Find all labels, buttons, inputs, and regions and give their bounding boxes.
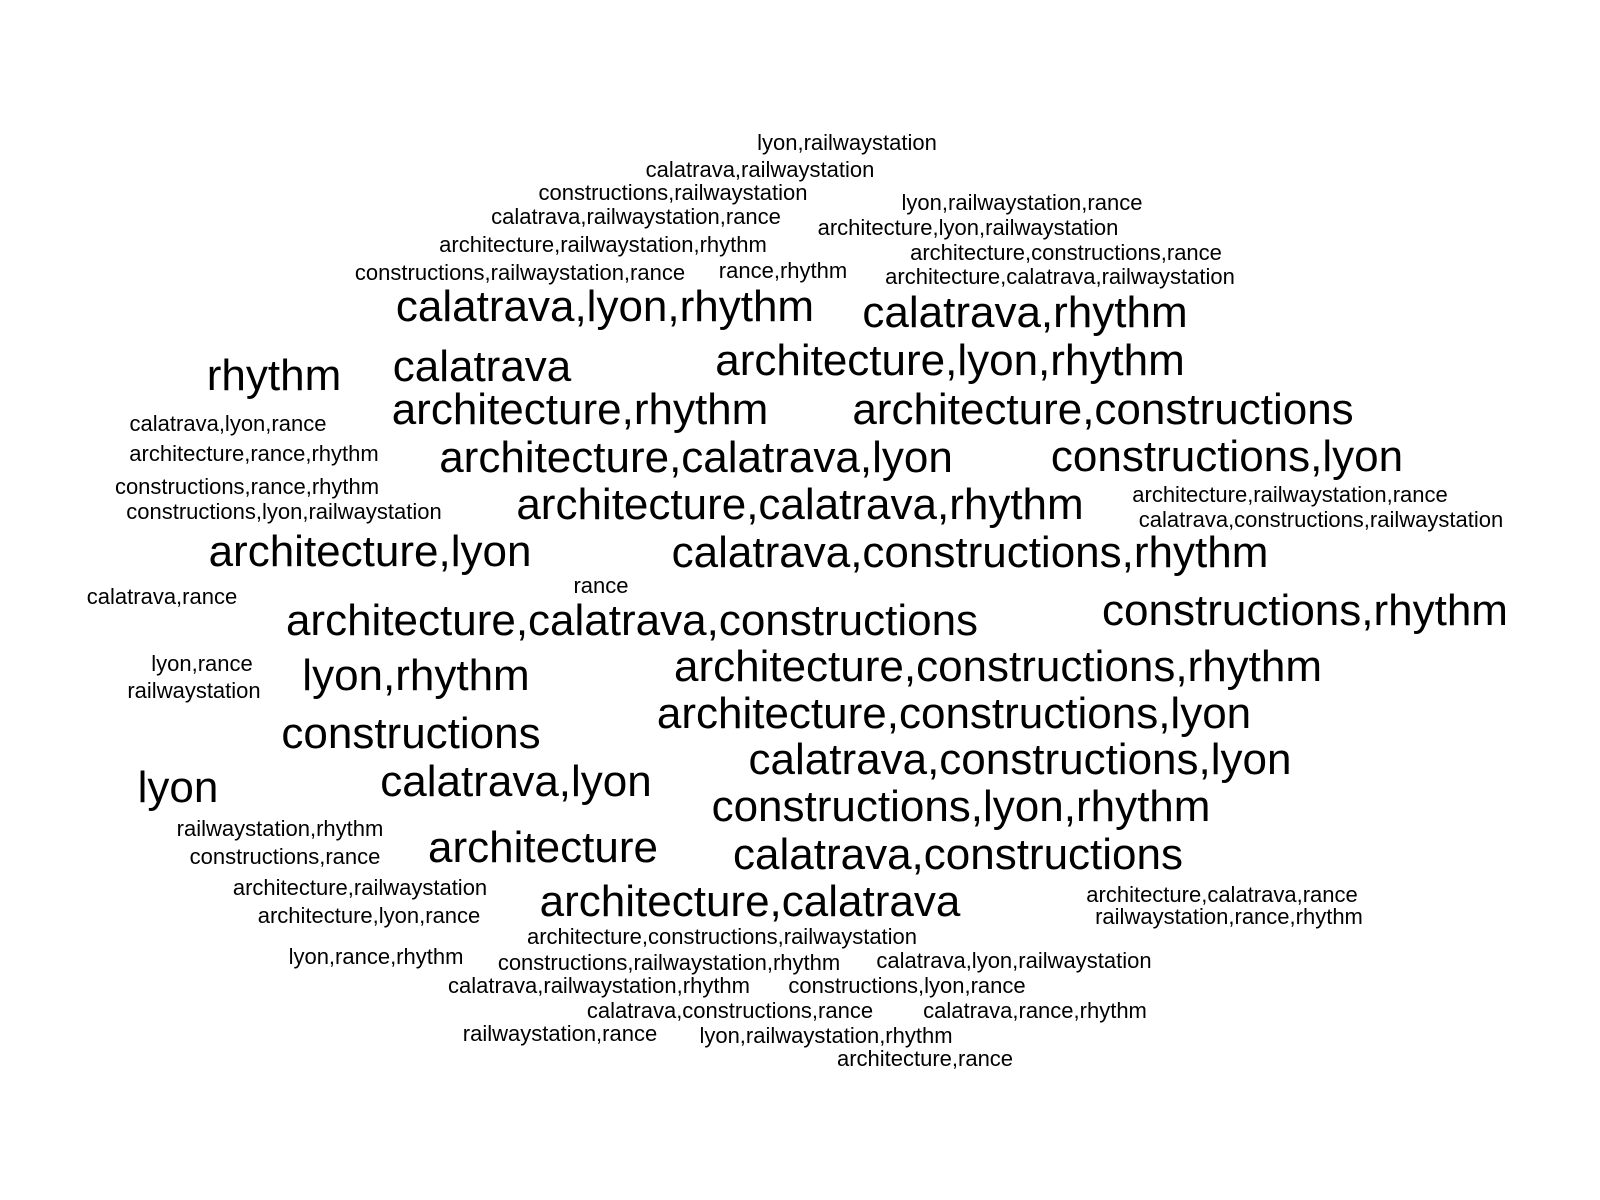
cloud-word: constructions,railwaystation — [538, 180, 808, 205]
cloud-word: architecture,lyon,rance — [257, 903, 481, 928]
cloud-word: calatrava,railwaystation,rance — [491, 204, 781, 229]
cloud-word: rhythm — [206, 351, 342, 400]
cloud-word: calatrava,constructions,rance — [586, 998, 874, 1023]
cloud-word: architecture,railwaystation,rance — [1132, 482, 1448, 507]
cloud-word: architecture,calatrava,lyon — [439, 433, 953, 482]
cloud-word: lyon,rance,rhythm — [288, 944, 464, 969]
cloud-word: lyon,railwaystation,rance — [901, 190, 1143, 215]
cloud-word: calatrava,lyon — [380, 757, 652, 806]
cloud-word: constructions,rhythm — [1102, 586, 1508, 635]
cloud-word: lyon,rance — [151, 651, 253, 676]
cloud-word: calatrava,constructions,rhythm — [671, 528, 1269, 577]
cloud-word: railwaystation,rance — [462, 1021, 658, 1046]
cloud-word: constructions,railwaystation,rance — [354, 260, 686, 285]
cloud-word: lyon,rhythm — [302, 651, 530, 700]
cloud-word: constructions,rance,rhythm — [114, 474, 380, 499]
cloud-word: architecture,lyon,rhythm — [715, 336, 1185, 385]
cloud-word: architecture,lyon — [208, 527, 532, 576]
cloud-word: calatrava,railwaystation — [645, 157, 875, 182]
cloud-word: architecture,constructions — [852, 385, 1354, 434]
cloud-word: architecture,constructions,rhythm — [673, 642, 1323, 691]
cloud-word: architecture,constructions,lyon — [656, 689, 1252, 738]
cloud-word: architecture,calatrava,constructions — [285, 596, 979, 645]
cloud-word: calatrava,lyon,rance — [129, 411, 327, 436]
cloud-word: calatrava,lyon,railwaystation — [876, 948, 1152, 973]
cloud-word: lyon — [137, 763, 219, 812]
cloud-word: railwaystation,rhythm — [176, 816, 384, 841]
cloud-word: constructions,lyon,rhythm — [711, 782, 1211, 831]
cloud-word: calatrava,rance — [86, 584, 238, 609]
cloud-word: architecture,constructions,rance — [910, 240, 1222, 265]
cloud-word: rance,rhythm — [718, 258, 848, 283]
cloud-word: lyon,railwaystation — [757, 130, 937, 155]
cloud-word: railwaystation,rance,rhythm — [1095, 904, 1363, 929]
cloud-word: calatrava,constructions — [733, 830, 1183, 879]
cloud-word: constructions,lyon,railwaystation — [126, 499, 442, 524]
cloud-word: constructions — [281, 709, 541, 758]
cloud-word: calatrava,lyon,rhythm — [395, 282, 815, 331]
cloud-word: architecture — [428, 823, 658, 872]
cloud-word: architecture,calatrava,rance — [1086, 882, 1358, 907]
cloud-word: constructions,rance — [189, 844, 381, 869]
cloud-word: lyon,railwaystation,rhythm — [699, 1023, 953, 1048]
cloud-word: constructions,railwaystation,rhythm — [497, 950, 841, 975]
cloud-word: architecture,calatrava — [539, 877, 961, 926]
cloud-word: architecture,calatrava,rhythm — [516, 480, 1084, 529]
cloud-word: constructions,lyon,rance — [788, 973, 1026, 998]
cloud-word: calatrava,rhythm — [862, 288, 1188, 337]
cloud-word: architecture,railwaystation — [232, 875, 488, 900]
cloud-word: architecture,calatrava,railwaystation — [885, 264, 1235, 289]
cloud-word: architecture,rhythm — [391, 385, 769, 434]
cloud-word: architecture,constructions,railwaystatio… — [526, 924, 918, 949]
cloud-word: calatrava,constructions,railwaystation — [1138, 507, 1504, 532]
cloud-word: railwaystation — [127, 678, 261, 703]
cloud-word: architecture,rance,rhythm — [129, 441, 379, 466]
cloud-word: architecture,lyon,railwaystation — [817, 215, 1119, 240]
cloud-word: calatrava,railwaystation,rhythm — [447, 973, 751, 998]
cloud-word: calatrava,constructions,lyon — [748, 735, 1292, 784]
cloud-word: architecture,railwaystation,rhythm — [439, 232, 767, 257]
cloud-word: architecture,rance — [836, 1046, 1014, 1071]
cloud-word: calatrava,rance,rhythm — [923, 998, 1147, 1023]
cloud-word: calatrava — [392, 342, 572, 391]
cloud-word: rance — [573, 573, 629, 598]
cloud-word: constructions,lyon — [1050, 432, 1404, 481]
